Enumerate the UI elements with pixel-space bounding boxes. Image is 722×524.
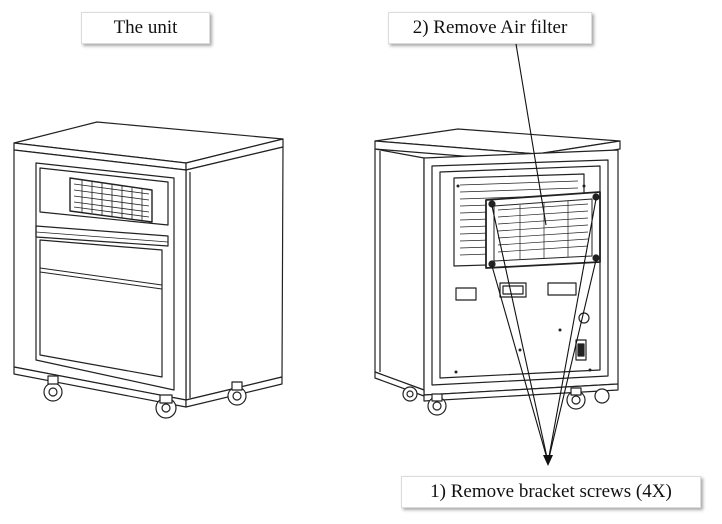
front-grille [69,177,153,223]
heater-back-illustration [374,128,621,416]
heater-front-illustration [13,121,284,419]
callout-arrowhead [543,455,553,466]
back-casters [402,386,610,416]
caption-the-unit: The unit [81,12,210,44]
caption-remove-air-filter: 2) Remove Air filter [388,12,592,44]
callout-lines [491,43,597,463]
front-casters [43,375,247,419]
caption-remove-bracket-screws: 1) Remove bracket screws (4X) [401,476,701,508]
